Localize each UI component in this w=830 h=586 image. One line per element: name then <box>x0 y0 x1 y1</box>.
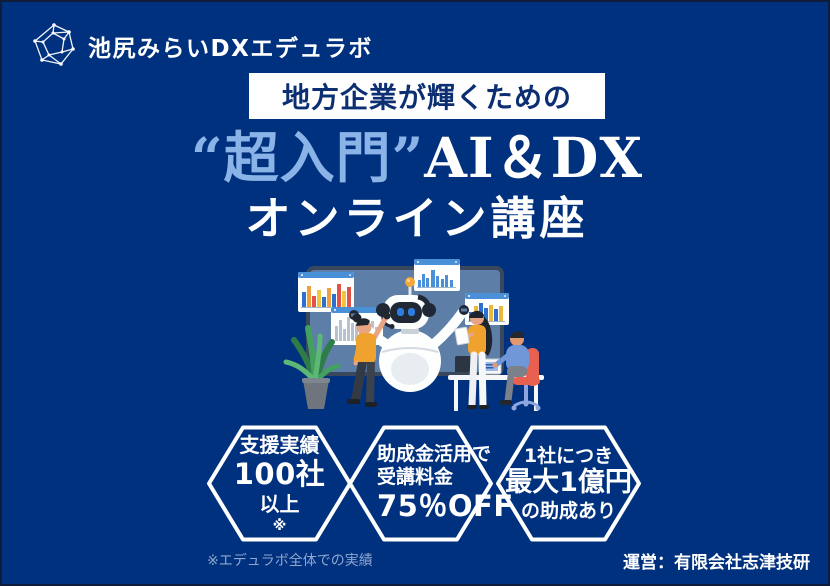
badge-line: 1社につき <box>523 444 614 467</box>
badge-line: 以上 <box>259 491 300 516</box>
badge-note: ※ <box>272 517 287 534</box>
clipboard-woman-icon <box>454 310 493 409</box>
title-highlight: “超入門” <box>190 125 425 190</box>
badge-line: 助成金活用で <box>377 443 492 466</box>
title-line1: “超入門”AI＆DX <box>2 125 828 190</box>
badge-line: 75％OFF <box>377 488 514 523</box>
seated-man-icon <box>492 331 541 411</box>
badge-line: 支援実績 <box>239 432 320 457</box>
badge-support-results: 支援実績 100社 以上 ※ <box>206 425 353 542</box>
hexagon-outline-icon <box>207 425 352 542</box>
polygon-network-icon <box>33 23 75 66</box>
badge-line: 最大1億円 <box>505 467 632 499</box>
logo-text: 池尻みらいDXエデュラボ <box>88 36 373 62</box>
main-title: “超入門”AI＆DX オンライン講座 <box>2 125 828 245</box>
chart-window-left-icon <box>298 272 354 312</box>
badge-line: の助成あり <box>520 499 616 522</box>
plant-icon <box>283 325 341 409</box>
badge-line: 受講料金 <box>377 466 454 489</box>
badge-discount: 助成金活用で 受講料金 75％OFF <box>347 425 513 542</box>
footnote-text: ※エデュラボ全体での実績 <box>207 553 373 569</box>
pointing-woman-icon <box>347 312 391 407</box>
badge-subsidy: 1社につき 最大1億円 の助成あり <box>495 425 642 542</box>
badge-content: 支援実績 100社 以上 ※ <box>206 425 353 542</box>
hexagon-outline-icon <box>348 425 493 542</box>
operator-text: 運営：有限会社志津技研 <box>623 553 810 573</box>
catch-banner: 地方企業が輝くための <box>249 73 605 119</box>
badge-content: 1社につき 最大1億円 の助成あり <box>495 425 642 542</box>
logo: 池尻みらいDXエデュラボ <box>30 22 373 70</box>
badge-content: 助成金活用で 受講料金 75％OFF <box>347 425 513 542</box>
hexagon-outline-icon <box>496 425 641 542</box>
badge-line: 100社 <box>233 456 326 491</box>
catch-banner-text: 地方企業が輝くための <box>281 81 572 114</box>
title-main: AI＆DX <box>424 125 644 190</box>
chart-window-top-icon <box>414 259 460 291</box>
title-line2: オンライン講座 <box>245 191 589 245</box>
hero-illustration <box>283 259 544 411</box>
